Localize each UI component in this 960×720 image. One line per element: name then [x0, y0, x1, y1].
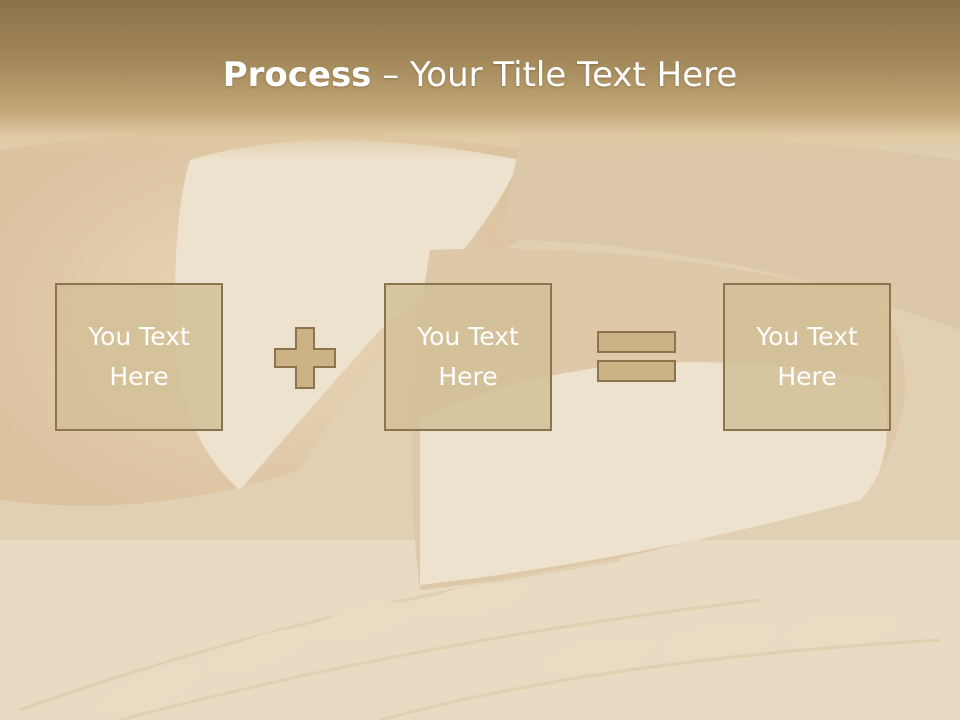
- slide-title[interactable]: Process – Your Title Text Here: [0, 52, 960, 98]
- process-box-1-label: You Text Here: [88, 322, 190, 391]
- process-box-3[interactable]: You Text Here: [723, 283, 891, 431]
- title-bar: [0, 0, 960, 160]
- process-box-1[interactable]: You Text Here: [55, 283, 223, 431]
- process-box-3-label: You Text Here: [756, 322, 858, 391]
- process-box-2-label: You Text Here: [417, 322, 519, 391]
- process-box-2[interactable]: You Text Here: [384, 283, 552, 431]
- title-bold-word: Process: [222, 55, 372, 95]
- plus-icon: [274, 327, 336, 389]
- title-rest-text: – Your Title Text Here: [371, 55, 738, 95]
- equals-icon: [597, 331, 676, 382]
